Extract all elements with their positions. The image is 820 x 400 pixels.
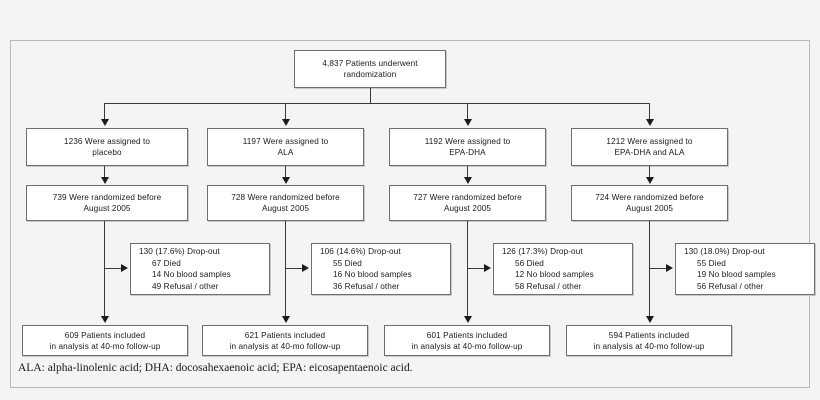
assigned-line-2: EPA-DHA <box>449 148 486 157</box>
arrowhead-dropout-arm-1 <box>121 264 128 272</box>
randomized-line-1: 739 Were randomized before <box>52 193 162 202</box>
dropout-refusal-other: 36 Refusal / other <box>333 281 400 291</box>
assigned-line-2: EPA-DHA and ALA <box>614 148 685 157</box>
connector-root-to-arm-3 <box>467 103 468 120</box>
dropout-header: 130 (18.0%) Drop-out <box>684 247 765 256</box>
randomization-box: 4,837 Patients underwent randomization <box>294 50 446 88</box>
included-box-arm-3: 601 Patients included in analysis at 40-… <box>384 325 550 356</box>
arrowhead-root-to-arm-2 <box>282 119 290 126</box>
connector-to-dropout-arm-2 <box>285 268 303 269</box>
dropout-header: 130 (17.6%) Drop-out <box>139 247 220 256</box>
randomized-line-1: 724 Were randomized before <box>595 193 704 202</box>
included-line-1: 594 Patients included <box>608 330 690 340</box>
dropout-died: 55 Died <box>697 258 726 268</box>
connector-to-dropout-arm-4 <box>649 268 667 269</box>
included-line-1: 621 Patients included <box>244 330 326 340</box>
connector-assigned-to-randomized-arm-1 <box>104 166 105 178</box>
assigned-line-1: 1236 Were assigned to <box>63 137 151 146</box>
arrowhead-dropout-arm-4 <box>666 264 673 272</box>
arrowhead-included-arm-2 <box>282 316 290 323</box>
arrowhead-dropout-arm-2 <box>302 264 309 272</box>
dropout-died: 56 Died <box>515 258 544 268</box>
randomized-line-1: 728 Were randomized before <box>231 193 340 202</box>
included-line-1: 609 Patients included <box>64 330 146 340</box>
assigned-box-arm-2: 1197 Were assigned to ALA <box>207 128 364 166</box>
dropout-no-blood-samples: 12 No blood samples <box>515 270 594 279</box>
arrowhead-root-to-arm-1 <box>101 119 109 126</box>
connector-assigned-to-randomized-arm-2 <box>285 166 286 178</box>
connector-distribution-bus <box>104 103 649 104</box>
included-line-2: in analysis at 40-mo follow-up <box>49 341 161 351</box>
randomized-line-2: August 2005 <box>625 204 674 213</box>
dropout-box-arm-1: 130 (17.6%) Drop-out 67 Died 14 No blood… <box>130 243 270 295</box>
connector-randomized-to-included-arm-1 <box>104 221 105 317</box>
randomization-line-2: randomization <box>343 70 397 79</box>
assigned-line-2: placebo <box>92 148 122 157</box>
arrowhead-included-arm-1 <box>101 316 109 323</box>
randomized-line-2: August 2005 <box>443 204 492 213</box>
included-line-1: 601 Patients included <box>426 330 508 340</box>
dropout-header: 126 (17.3%) Drop-out <box>502 247 583 256</box>
assigned-box-arm-1: 1236 Were assigned to placebo <box>26 128 188 166</box>
arrowhead-root-to-arm-4 <box>646 119 654 126</box>
randomized-box-arm-3: 727 Were randomized before August 2005 <box>389 185 546 221</box>
connector-root-to-arm-2 <box>285 103 286 120</box>
arrowhead-randomized-arm-4 <box>646 177 654 184</box>
assigned-box-arm-4: 1212 Were assigned to EPA-DHA and ALA <box>571 128 728 166</box>
connector-root-to-arm-1 <box>104 103 105 120</box>
randomized-box-arm-2: 728 Were randomized before August 2005 <box>207 185 364 221</box>
dropout-box-arm-3: 126 (17.3%) Drop-out 56 Died 12 No blood… <box>493 243 633 295</box>
randomization-line-1: 4,837 Patients underwent <box>322 59 418 68</box>
assigned-box-arm-3: 1192 Were assigned to EPA-DHA <box>389 128 546 166</box>
included-line-2: in analysis at 40-mo follow-up <box>593 341 705 351</box>
dropout-no-blood-samples: 14 No blood samples <box>152 270 231 279</box>
connector-assigned-to-randomized-arm-3 <box>467 166 468 178</box>
connector-randomized-to-included-arm-2 <box>285 221 286 317</box>
abbreviations-caption: ALA: alpha-linolenic acid; DHA: docosahe… <box>18 362 413 374</box>
connector-randomized-to-included-arm-4 <box>649 221 650 317</box>
randomized-line-2: August 2005 <box>261 204 310 213</box>
connector-assigned-to-randomized-arm-4 <box>649 166 650 178</box>
dropout-refusal-other: 56 Refusal / other <box>697 281 764 291</box>
connector-randomized-to-included-arm-3 <box>467 221 468 317</box>
connector-root-to-arm-4 <box>649 103 650 120</box>
dropout-box-arm-4: 130 (18.0%) Drop-out 55 Died 19 No blood… <box>675 243 815 295</box>
dropout-box-arm-2: 106 (14.6%) Drop-out 55 Died 16 No blood… <box>311 243 451 295</box>
dropout-no-blood-samples: 16 No blood samples <box>333 270 412 279</box>
included-line-2: in analysis at 40-mo follow-up <box>229 341 341 351</box>
arrowhead-dropout-arm-3 <box>484 264 491 272</box>
arrowhead-included-arm-4 <box>646 316 654 323</box>
randomized-line-1: 727 Were randomized before <box>413 193 522 202</box>
dropout-refusal-other: 58 Refusal / other <box>515 281 582 291</box>
connector-to-dropout-arm-3 <box>467 268 485 269</box>
assigned-line-1: 1197 Were assigned to <box>242 137 329 146</box>
connector-root-stem <box>370 88 371 103</box>
included-line-2: in analysis at 40-mo follow-up <box>411 341 523 351</box>
assigned-line-1: 1192 Were assigned to <box>424 137 511 146</box>
included-box-arm-1: 609 Patients included in analysis at 40-… <box>22 325 188 356</box>
dropout-died: 67 Died <box>152 258 181 268</box>
arrowhead-randomized-arm-1 <box>101 177 109 184</box>
randomized-box-arm-1: 739 Were randomized before August 2005 <box>26 185 188 221</box>
included-box-arm-2: 621 Patients included in analysis at 40-… <box>202 325 368 356</box>
included-box-arm-4: 594 Patients included in analysis at 40-… <box>566 325 732 356</box>
connector-to-dropout-arm-1 <box>104 268 122 269</box>
dropout-no-blood-samples: 19 No blood samples <box>697 270 776 279</box>
randomized-box-arm-4: 724 Were randomized before August 2005 <box>571 185 728 221</box>
arrowhead-randomized-arm-3 <box>464 177 472 184</box>
dropout-died: 55 Died <box>333 258 362 268</box>
assigned-line-1: 1212 Were assigned to <box>606 137 693 146</box>
dropout-header: 106 (14.6%) Drop-out <box>320 247 401 256</box>
arrowhead-included-arm-3 <box>464 316 472 323</box>
arrowhead-root-to-arm-3 <box>464 119 472 126</box>
randomized-line-2: August 2005 <box>83 204 131 213</box>
arrowhead-randomized-arm-2 <box>282 177 290 184</box>
assigned-line-2: ALA <box>277 148 294 157</box>
dropout-refusal-other: 49 Refusal / other <box>152 281 219 291</box>
